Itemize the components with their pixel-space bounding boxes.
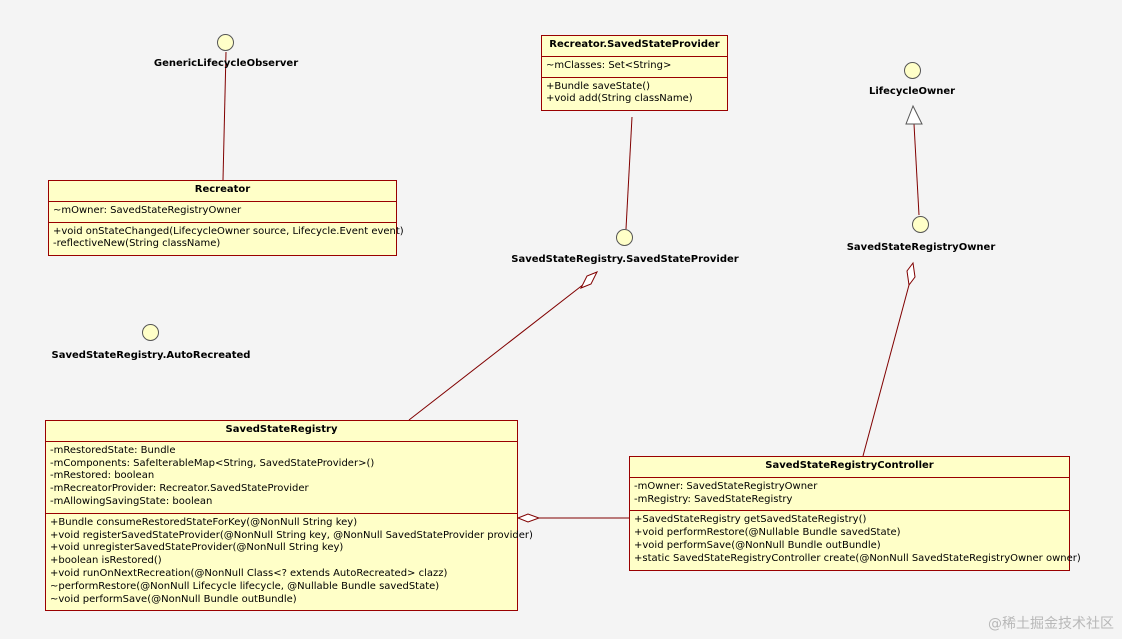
class-name: Recreator	[49, 181, 396, 202]
attribute: -mRecreatorProvider: Recreator.SavedStat…	[50, 483, 309, 495]
generalization-owner-lifecycle	[913, 123, 920, 216]
class-name: SavedStateRegistry	[46, 421, 517, 442]
attribute: -mRestored: boolean	[50, 470, 155, 482]
attribute: -mRegistry: SavedStateRegistry	[634, 493, 793, 505]
attributes: ~mOwner: SavedStateRegistryOwner	[49, 202, 396, 222]
operation: +Bundle consumeRestoredStateForKey(@NonN…	[50, 516, 358, 528]
realization-recreator-provider	[625, 116, 633, 230]
saved-state-registry-owner-label: SavedStateRegistryOwner	[846, 242, 996, 253]
generalization-arrowhead	[905, 104, 923, 125]
saved-state-registry-owner-interface-icon	[912, 216, 929, 233]
operation: +SavedStateRegistry getSavedStateRegistr…	[634, 514, 867, 526]
attribute: -mComponents: SafeIterableMap<String, Sa…	[50, 457, 375, 469]
generic-lifecycle-observer-interface-icon	[217, 34, 234, 51]
saved-state-registry-controller-class: SavedStateRegistryController -mOwner: Sa…	[629, 456, 1081, 571]
auto-recreated-label: SavedStateRegistry.AutoRecreated	[51, 350, 251, 361]
auto-recreated-interface-icon	[142, 324, 159, 341]
operation: +void registerSavedStateProvider(@NonNul…	[50, 529, 533, 541]
attribute: ~mClasses: Set<String>	[546, 59, 672, 71]
operation: +void unregisterSavedStateProvider(@NonN…	[50, 542, 344, 554]
saved-state-provider-label: SavedStateRegistry.SavedStateProvider	[511, 254, 739, 265]
operation: +void performSave(@NonNull Bundle outBun…	[634, 539, 881, 551]
aggregation-diamond-owner	[906, 261, 916, 287]
aggregation-diamond-registry	[516, 513, 541, 523]
operation: ~void performSave(@NonNull Bundle outBun…	[50, 593, 297, 605]
attributes: -mOwner: SavedStateRegistryOwner -mRegis…	[630, 478, 1069, 511]
aggregation-registry-provider	[408, 283, 585, 421]
operations: +Bundle consumeRestoredStateForKey(@NonN…	[46, 512, 533, 611]
attribute: -mRestoredState: Bundle	[50, 444, 176, 456]
watermark: @稀土掘金技术社区	[988, 616, 1114, 632]
realization-recreator-observer	[222, 51, 227, 181]
operation: +void runOnNextRecreation(@NonNull Class…	[50, 567, 448, 579]
operation: -reflectiveNew(String className)	[53, 238, 221, 250]
recreator-class: Recreator ~mOwner: SavedStateRegistryOwn…	[48, 180, 404, 257]
attribute: ~mOwner: SavedStateRegistryOwner	[53, 204, 242, 216]
lifecycle-owner-interface-icon	[904, 62, 921, 79]
operations: +void onStateChanged(LifecycleOwner sour…	[49, 221, 404, 256]
recreator-saved-state-provider-class: Recreator.SavedStateProvider ~mClasses: …	[541, 35, 728, 112]
operation: +static SavedStateRegistryController cre…	[634, 552, 1081, 564]
class-name: SavedStateRegistryController	[630, 457, 1069, 478]
operation: +void performRestore(@Nullable Bundle sa…	[634, 527, 901, 539]
operation: +void add(String className)	[546, 93, 693, 105]
operation: +Bundle saveState()	[546, 80, 651, 92]
attributes: ~mClasses: Set<String>	[542, 57, 727, 77]
operation: +void onStateChanged(LifecycleOwner sour…	[53, 225, 404, 237]
class-name: Recreator.SavedStateProvider	[542, 36, 727, 57]
operation: ~performRestore(@NonNull Lifecycle lifec…	[50, 580, 440, 592]
attribute: -mAllowingSavingState: boolean	[50, 495, 213, 507]
saved-state-registry-class: SavedStateRegistry -mRestoredState: Bund…	[45, 420, 533, 612]
attribute: -mOwner: SavedStateRegistryOwner	[634, 480, 818, 492]
saved-state-provider-interface-icon	[616, 229, 633, 246]
aggregation-diamond-provider	[579, 271, 599, 289]
operation: +boolean isRestored()	[50, 555, 162, 567]
operations: +SavedStateRegistry getSavedStateRegistr…	[630, 510, 1081, 569]
aggregation-controller-owner	[862, 284, 910, 457]
lifecycle-owner-label: LifecycleOwner	[868, 86, 956, 97]
attributes: -mRestoredState: Bundle -mComponents: Sa…	[46, 442, 517, 513]
generic-lifecycle-observer-label: GenericLifecycleObserver	[153, 58, 299, 69]
operations: +Bundle saveState() +void add(String cla…	[542, 76, 727, 111]
